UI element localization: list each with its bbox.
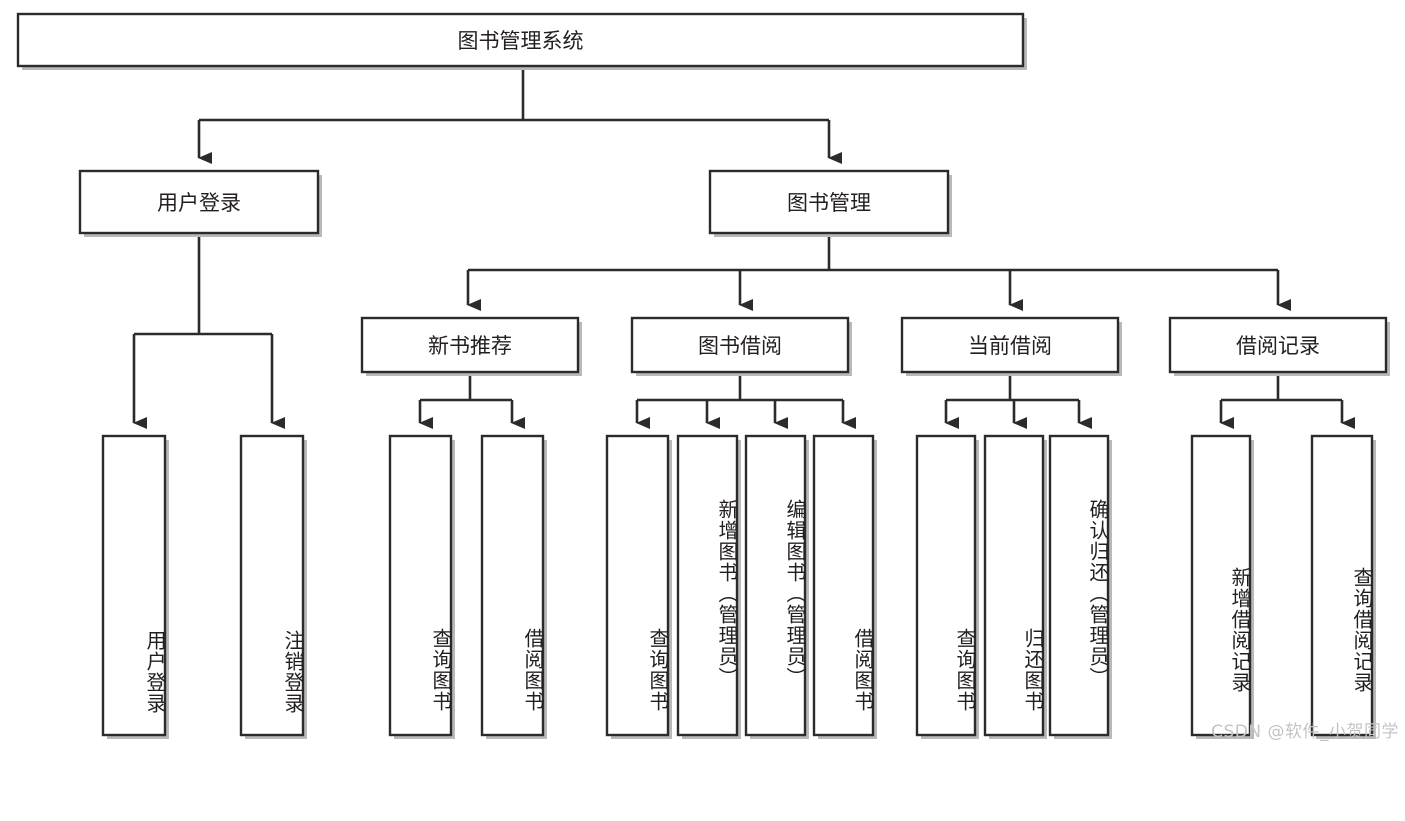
leaf-box-4[interactable] <box>605 434 670 737</box>
leaf-box-1[interactable] <box>239 434 305 737</box>
leaf-box-0[interactable] <box>101 434 167 737</box>
connector-edges <box>132 66 1355 429</box>
leaf-box-11[interactable] <box>1190 434 1252 737</box>
node-box-book-borrow[interactable] <box>630 316 850 374</box>
root-node-box[interactable] <box>16 12 1025 68</box>
diagram-canvas: 图书管理系统 用户登录 图书管理 新书推荐 图书借阅 当前借阅 借阅记录 用户登… <box>16 12 1399 742</box>
node-box-current-borrow[interactable] <box>900 316 1120 374</box>
leaf-box-7[interactable] <box>812 434 875 737</box>
leaf-box-9[interactable] <box>983 434 1045 737</box>
node-box-book-management[interactable] <box>708 169 950 235</box>
node-box-new-book-recommend[interactable] <box>360 316 580 374</box>
node-box-borrow-record[interactable] <box>1168 316 1388 374</box>
tree-diagram-svg <box>16 12 1390 739</box>
node-box-user-login[interactable] <box>78 169 320 235</box>
leaf-box-6[interactable] <box>744 434 807 737</box>
leaf-box-12[interactable] <box>1310 434 1374 737</box>
csdn-watermark: CSDN @软件_小贺同学 <box>1211 722 1399 742</box>
leaf-box-8[interactable] <box>915 434 977 737</box>
leaf-box-2[interactable] <box>388 434 453 737</box>
leaf-box-5[interactable] <box>676 434 739 737</box>
node-boxes <box>16 12 1390 739</box>
leaf-box-3[interactable] <box>480 434 545 737</box>
leaf-box-10[interactable] <box>1048 434 1110 737</box>
